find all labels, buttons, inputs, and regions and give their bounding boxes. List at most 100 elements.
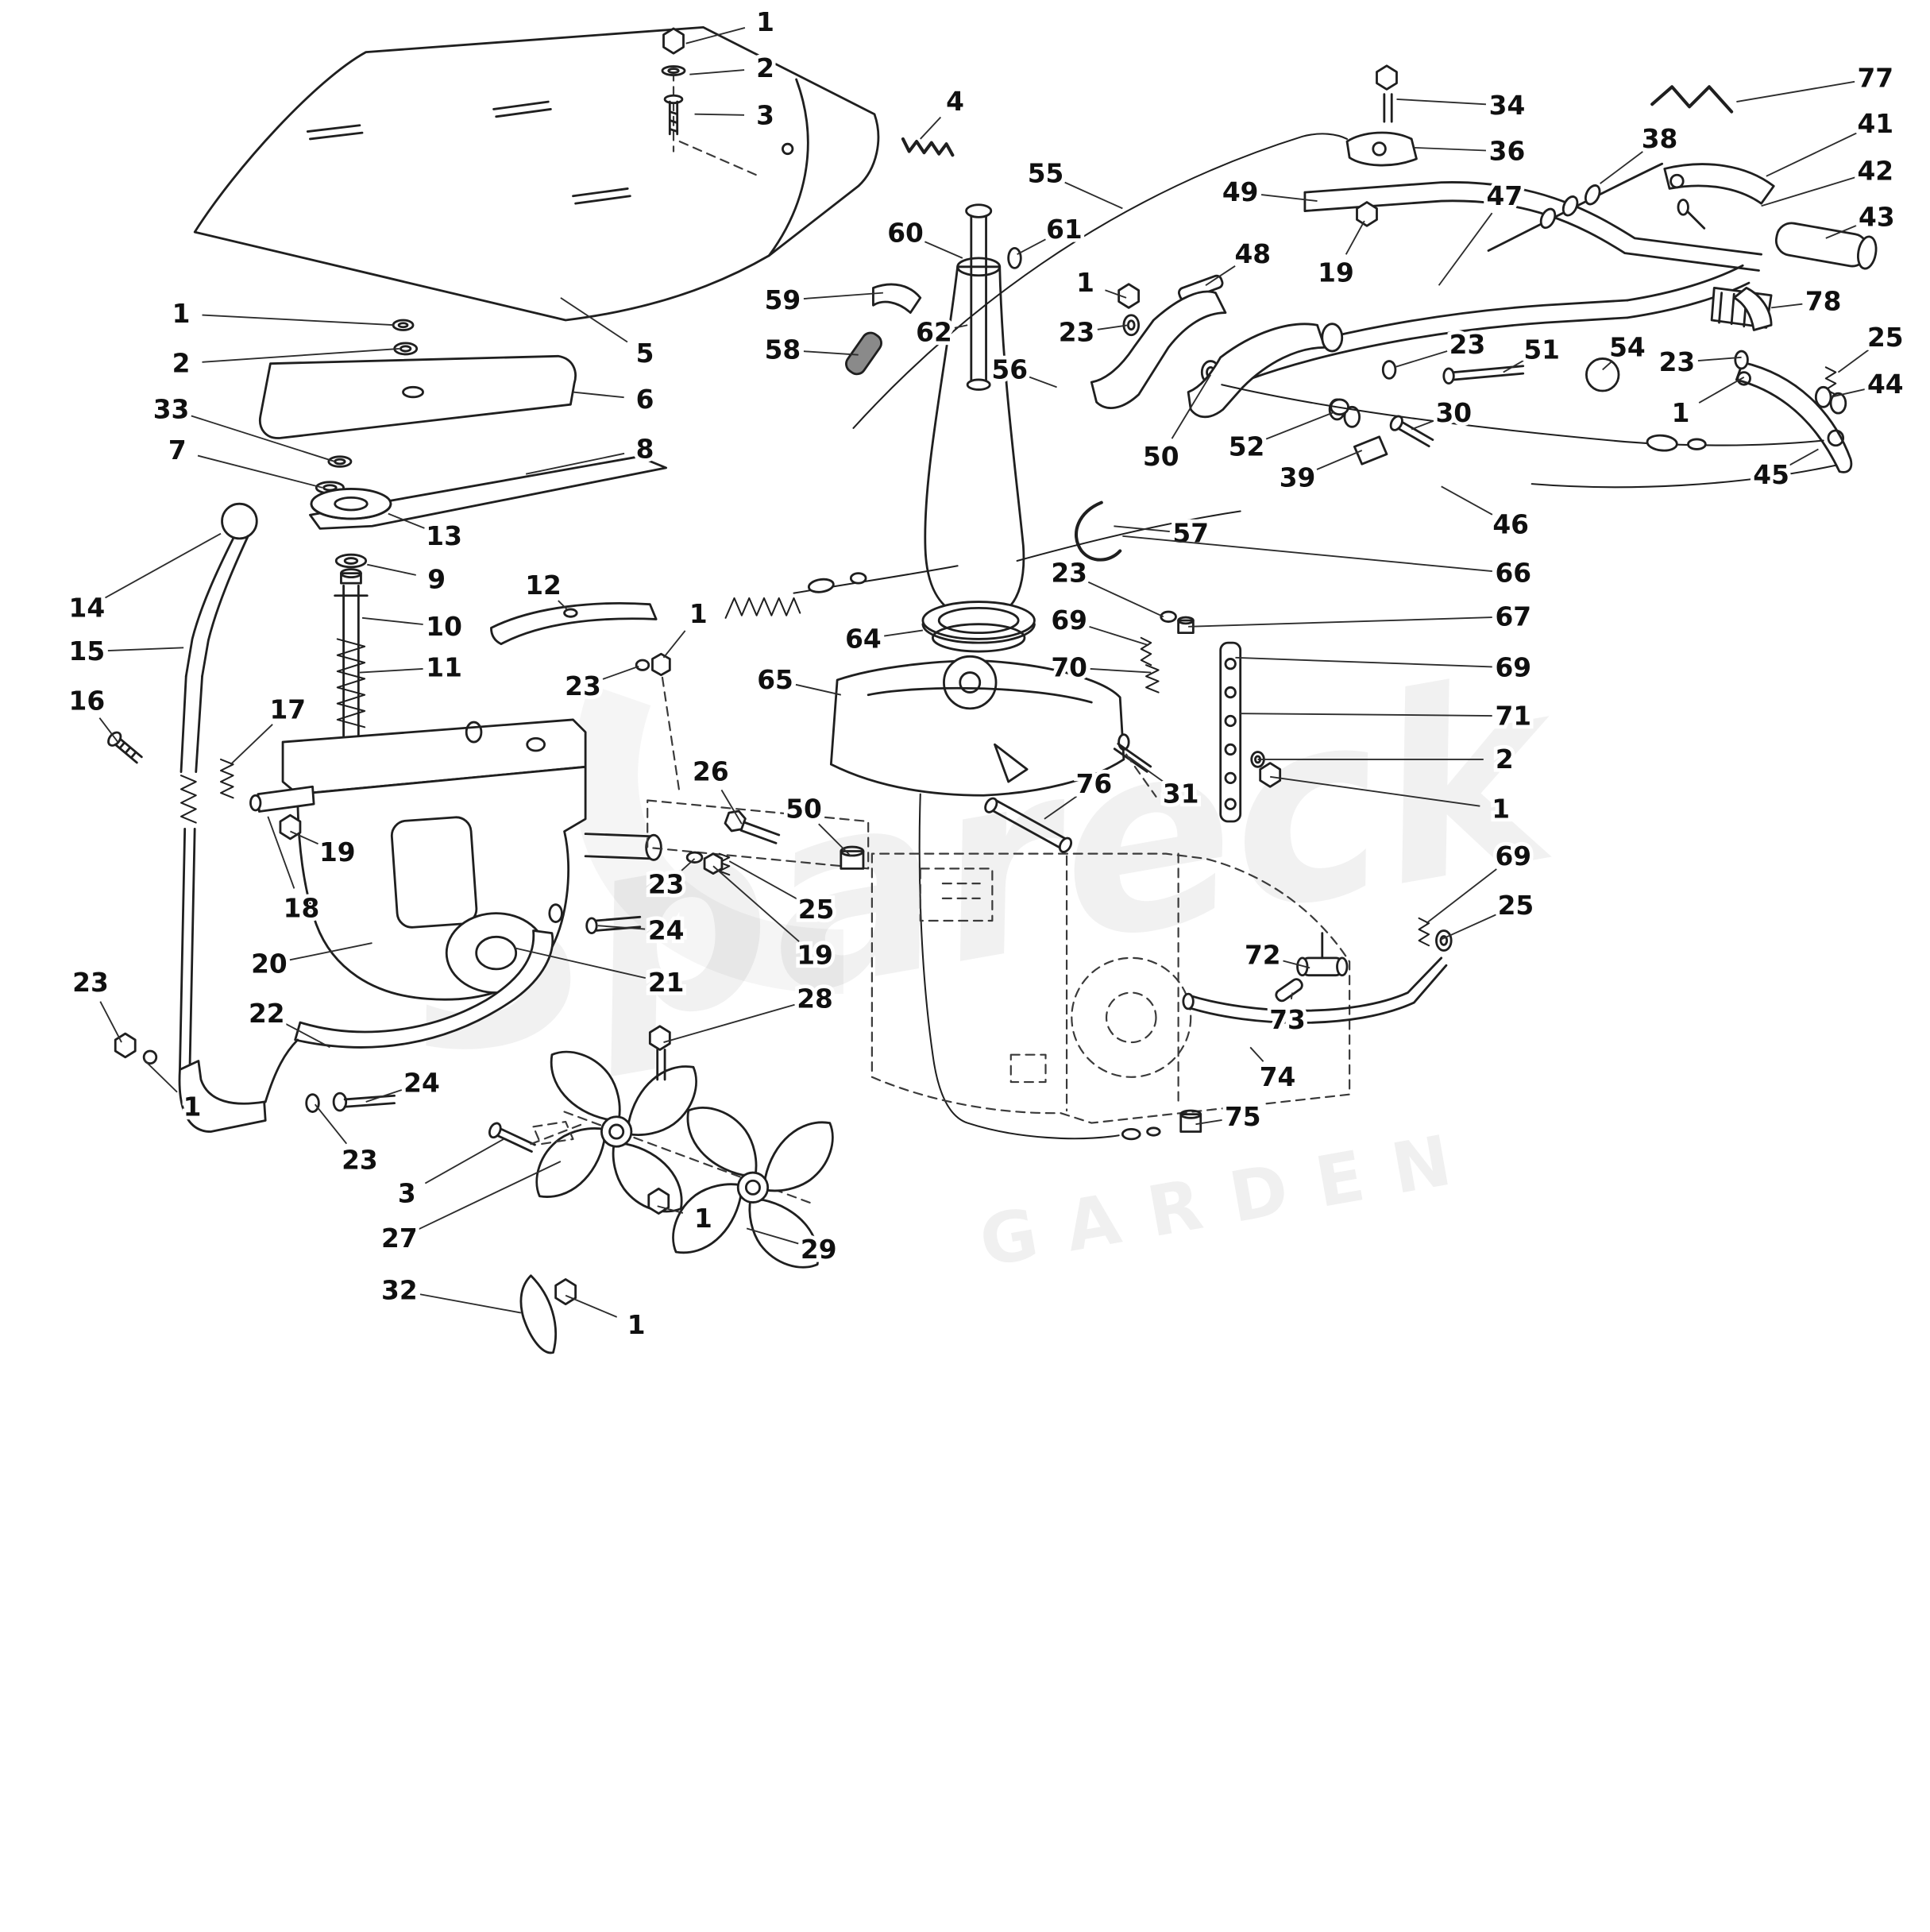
part-number-label: 1 [694, 1204, 712, 1234]
part-number-label: 76 [1076, 769, 1113, 799]
leader-line [685, 27, 746, 44]
part-number-label: 55 [1028, 159, 1064, 189]
part-number-label: 23 [1449, 330, 1486, 360]
control-levers [1090, 290, 1349, 419]
leader-line [105, 532, 222, 599]
part-number-label: 23 [648, 870, 685, 900]
lower-linkage [984, 753, 1448, 1133]
leader-line [573, 391, 624, 399]
part-number-label: 1 [1672, 398, 1690, 428]
part-number-label: 75 [1225, 1102, 1261, 1132]
part-number-label: 50 [786, 794, 822, 824]
leader-line [230, 724, 273, 765]
leader-line [818, 823, 851, 857]
part-number-label: 46 [1492, 510, 1529, 540]
part-number-label: 27 [381, 1223, 418, 1254]
leader-line [1396, 99, 1487, 106]
part-number-label: 31 [1163, 779, 1199, 810]
leader-line [1503, 360, 1524, 373]
part-number-label: 54 [1609, 332, 1646, 362]
part-number-label: 24 [403, 1068, 440, 1099]
part-number-label: 25 [1498, 891, 1534, 921]
leader-line [803, 350, 859, 356]
part-number-label: 16 [69, 686, 106, 717]
leader-line [1698, 377, 1745, 404]
leader-line [1249, 1046, 1264, 1062]
leader-line [202, 314, 395, 327]
part-number-label: 64 [845, 624, 882, 654]
cables [724, 133, 1845, 1141]
spring-4 [901, 137, 955, 157]
part-number-label: 32 [381, 1275, 418, 1305]
side-handle [107, 502, 267, 1133]
leader-line [191, 415, 335, 462]
leader-line [1017, 238, 1046, 256]
part-number-label: 59 [765, 285, 801, 315]
leader-line [290, 830, 318, 845]
height-bracket [1140, 610, 1453, 952]
leader-line [1064, 181, 1123, 210]
part-number-label: 15 [69, 636, 106, 667]
watermark-subtext: GARDEN [974, 1115, 1486, 1282]
part-number-label: 1 [183, 1092, 202, 1122]
leader-line [803, 292, 883, 299]
leader-line [558, 600, 569, 612]
leader-line [746, 1227, 799, 1245]
leader-line [884, 629, 924, 637]
diagram-line-art [107, 25, 1878, 1354]
leader-line [267, 816, 295, 889]
part-number-label: 23 [565, 671, 601, 701]
leader-line [560, 297, 628, 343]
part-number-label: 39 [1280, 462, 1316, 493]
part-number-label: 19 [1318, 258, 1354, 288]
leader-line [1290, 992, 1294, 999]
part-number-label: 49 [1222, 177, 1259, 207]
part-number-label: 23 [72, 968, 109, 998]
leader-line [602, 665, 639, 680]
leader-line [1414, 146, 1486, 152]
leader-line [1766, 132, 1857, 177]
leader-line [388, 512, 425, 529]
part-number-label: 47 [1487, 181, 1523, 211]
part-number-label: 2 [756, 53, 774, 83]
part-number-label: 11 [426, 652, 462, 682]
part-number-label: 71 [1495, 701, 1531, 731]
leader-line [689, 69, 745, 75]
part-number-label: 66 [1495, 558, 1531, 589]
part-number-label: 60 [887, 218, 924, 249]
part-number-label: 25 [798, 895, 835, 925]
part-number-label: 1 [689, 599, 708, 629]
leader-line [597, 925, 646, 930]
part-number-label: 69 [1495, 841, 1531, 871]
engine-outline [647, 799, 1351, 1124]
leader-line [361, 616, 423, 625]
leader-line [1205, 265, 1236, 287]
part-number-label: 69 [1495, 652, 1531, 682]
part-number-label: 24 [648, 915, 685, 945]
blade-assembly [258, 319, 668, 585]
leader-line [712, 865, 800, 942]
part-number-label: 23 [1059, 318, 1095, 348]
part-number-label: 19 [319, 837, 356, 867]
part-number-label: 6 [636, 384, 654, 415]
leader-line [99, 1001, 122, 1043]
leader-line [1345, 220, 1365, 255]
leader-line [1761, 176, 1856, 207]
part-number-label: 48 [1235, 239, 1272, 269]
part-number-label: 38 [1642, 124, 1678, 154]
leader-line [1837, 349, 1869, 373]
part-number-label: 1 [1076, 268, 1094, 298]
part-number-label: 70 [1051, 652, 1087, 682]
part-number-label: 29 [801, 1235, 837, 1265]
part-number-label: 44 [1867, 369, 1904, 400]
bracket-12 [490, 602, 658, 646]
tine-stars [488, 1025, 834, 1354]
leader-line [728, 860, 798, 900]
part-number-label: 50 [1143, 442, 1179, 472]
leader-line [1600, 151, 1643, 184]
leader-line [1089, 626, 1149, 647]
leader-line [681, 858, 696, 871]
leader-line [1411, 419, 1434, 431]
leader-line [924, 241, 963, 259]
